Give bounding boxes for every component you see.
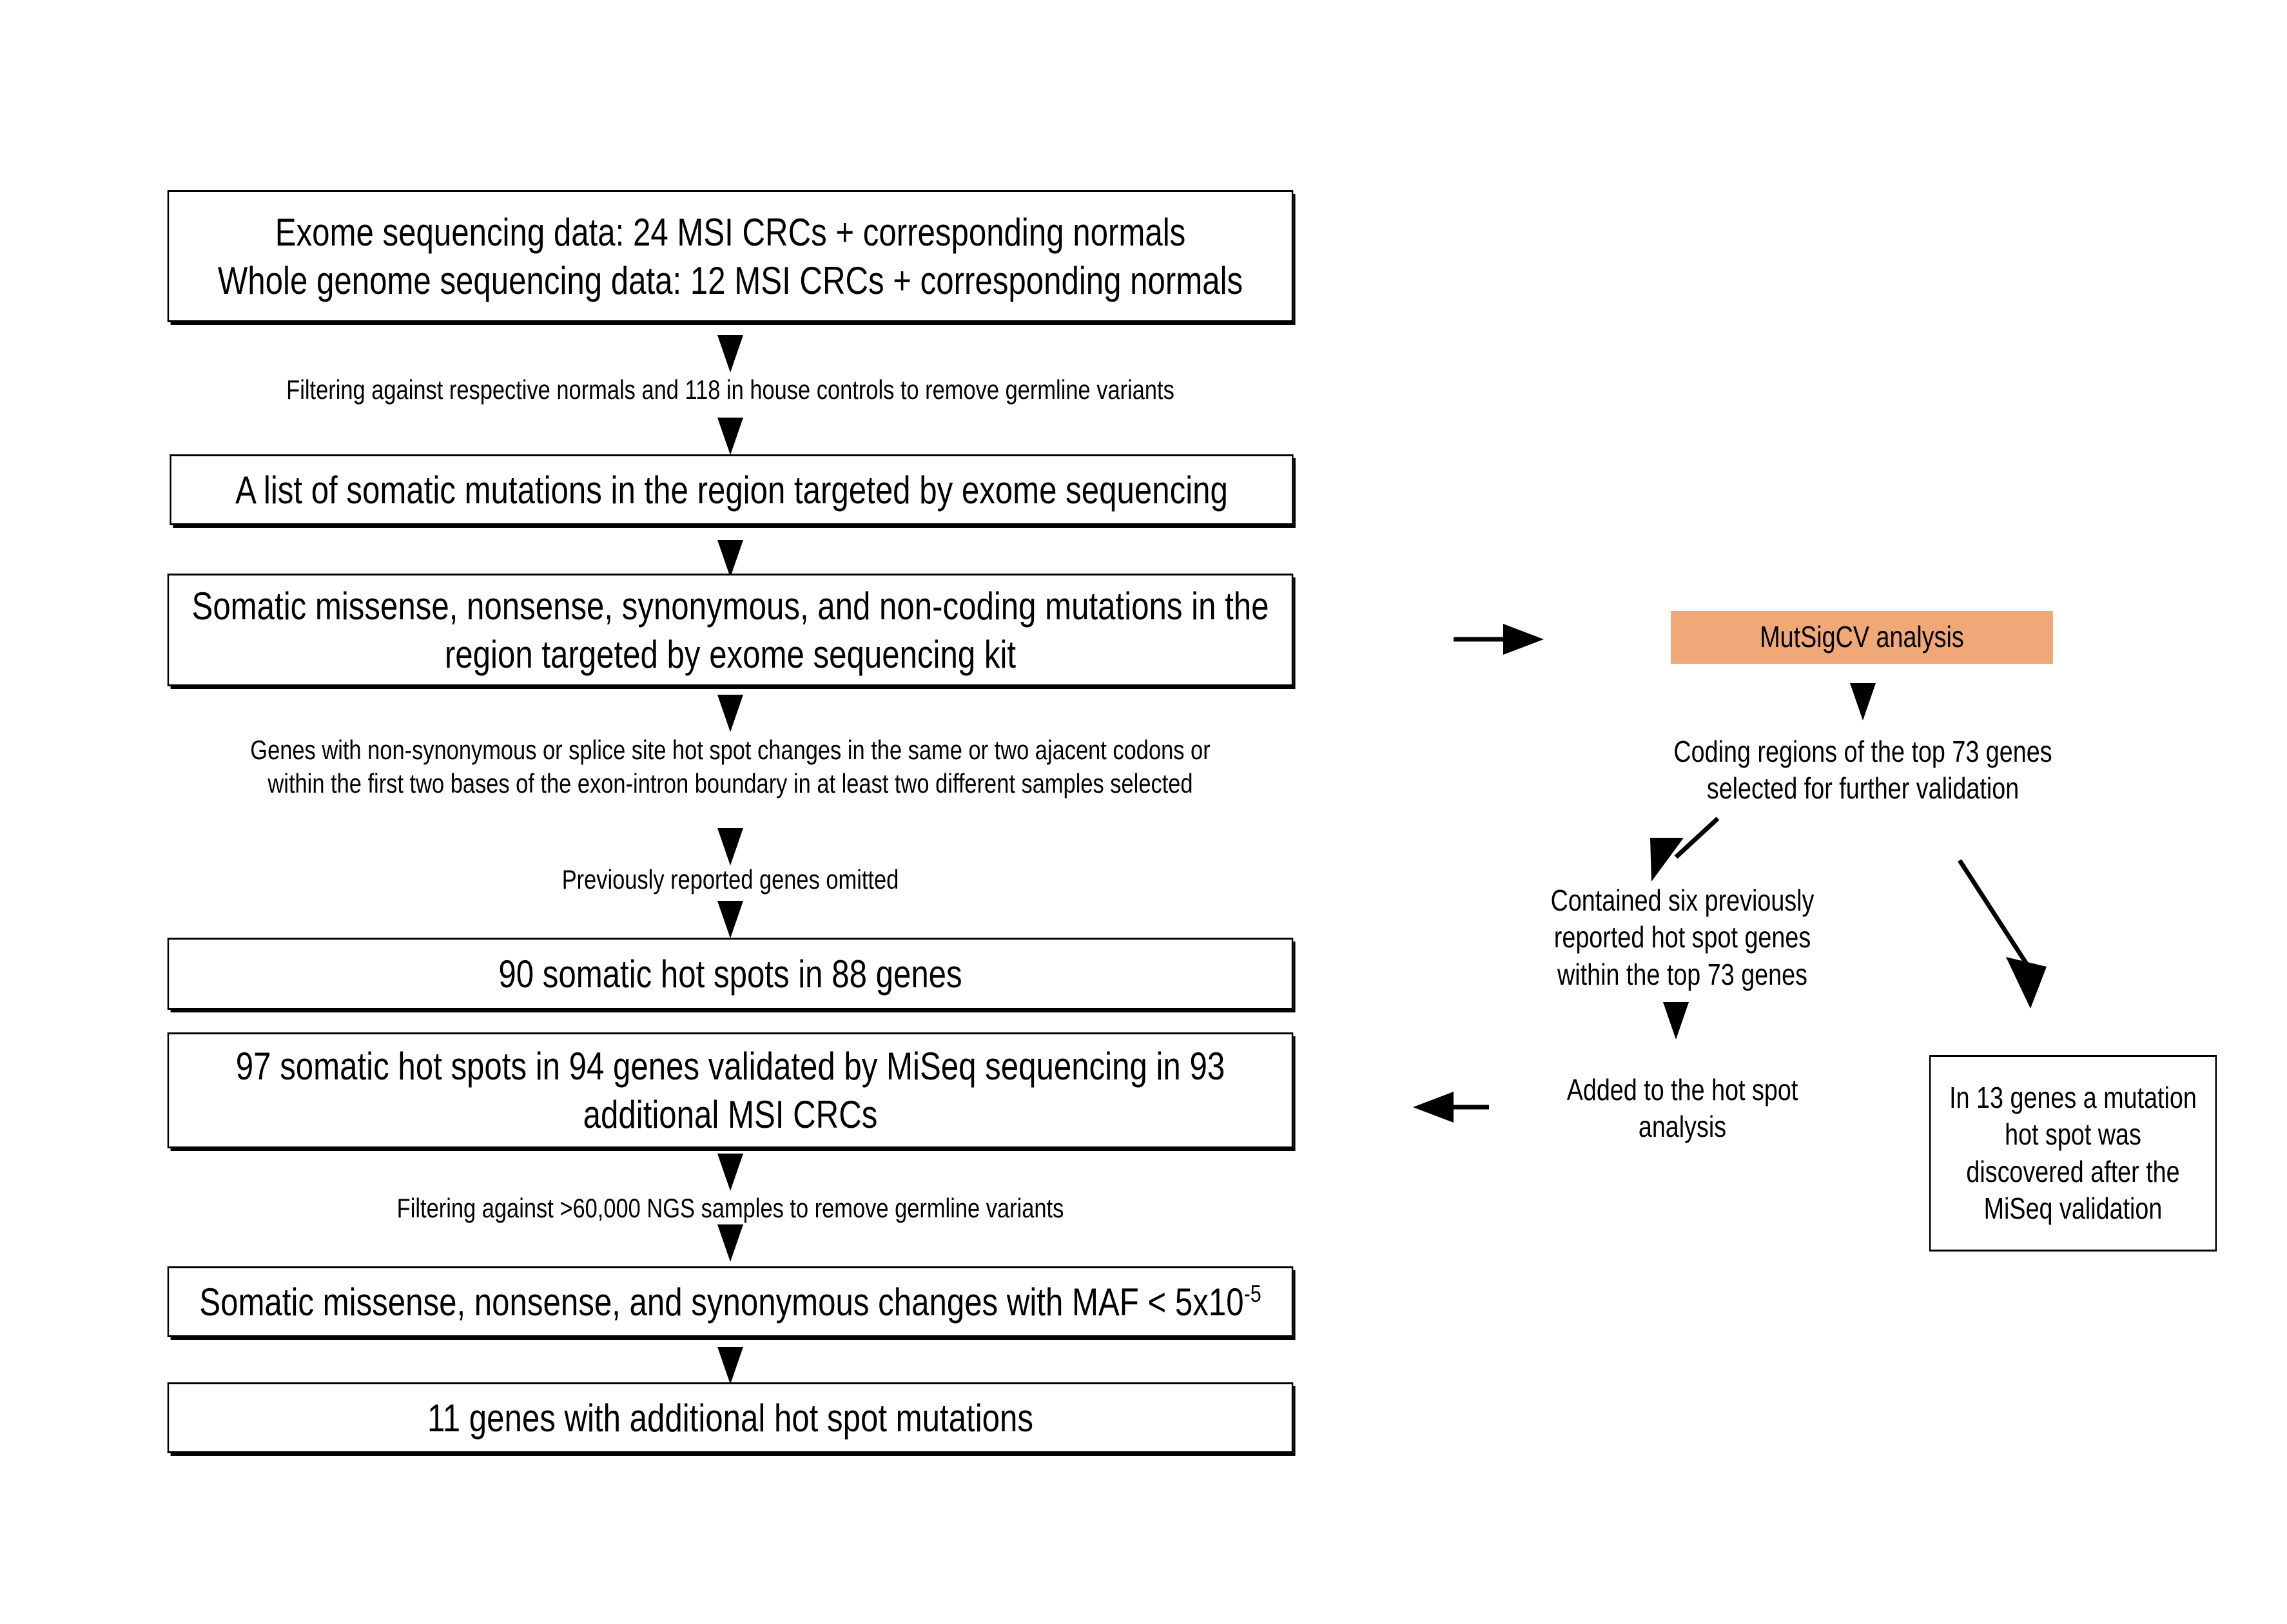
maf-prefix: Somatic missense, nonsense, and synonymo… <box>199 1280 1244 1324</box>
box-mutation-classes-text: Somatic missense, nonsense, synonymous, … <box>169 582 1292 679</box>
down-arrow-mutsigcv <box>1850 683 1876 720</box>
box-90-hotspots-88-genes: 90 somatic hot spots in 88 genes <box>167 938 1294 1010</box>
maf-exponent: -5 <box>1243 1279 1261 1307</box>
box-input-sequencing-data: Exome sequencing data: 24 MSI CRCs + cor… <box>167 190 1294 322</box>
added-line-1: Added to the hot spot <box>1566 1072 1798 1107</box>
box-maf-text: Somatic missense, nonsense, and synonymo… <box>169 1278 1292 1326</box>
box-final-text: 11 genes with additional hot spot mutati… <box>427 1396 1033 1440</box>
down-arrow-3 <box>717 540 743 577</box>
input-line-2: Whole genome sequencing data: 12 MSI CRC… <box>217 258 1243 302</box>
genes13-line-3: discovered after the <box>1966 1154 2180 1188</box>
added-line-2: analysis <box>1638 1110 1727 1143</box>
down-arrow-10 <box>717 1347 743 1384</box>
arrow-to-mutsigcv <box>1454 624 1544 655</box>
step-top73-text: Coding regions of the top 73 genes selec… <box>1635 733 2090 807</box>
validated-line-2: additional MSI CRCs <box>583 1093 878 1136</box>
contained-six-line-2: reported hot spot genes <box>1553 920 1811 954</box>
step-filter-against-normals: Filtering against respective normals and… <box>168 367 1294 412</box>
contained-six-line-3: within the top 73 genes <box>1557 957 1807 991</box>
down-arrow-contained-six <box>1663 1002 1689 1039</box>
diagonal-arrow-contained-six <box>1650 817 1720 882</box>
validated-line-1: 97 somatic hot spots in 94 genes validat… <box>235 1045 1225 1088</box>
hotspot-criteria-line-2: within the first two bases of the exon-i… <box>268 768 1193 798</box>
box-97-hotspots-validated: 97 somatic hot spots in 94 genes validat… <box>167 1032 1294 1148</box>
down-arrow-2 <box>717 418 743 455</box>
box-somatic-list-text: A list of somatic mutations in the regio… <box>235 468 1228 512</box>
box-mutsigcv-analysis: MutSigCV analysis <box>1671 611 2053 664</box>
step-filter-against-ngs: Filtering against >60,000 NGS samples to… <box>168 1186 1294 1231</box>
arrow-added-to-hotspot <box>1413 1092 1489 1123</box>
step-added-to-hotspot-analysis: Added to the hot spot analysis <box>1497 1063 1867 1154</box>
step-omit-reported-text: Previously reported genes omitted <box>561 864 899 894</box>
box-input-text: Exome sequencing data: 24 MSI CRCs + cor… <box>169 208 1292 305</box>
step-contained-six-text: Contained six previously reported hot sp… <box>1497 882 1867 994</box>
mutation-classes-line-1: Somatic missense, nonsense, synonymous, … <box>191 584 1269 628</box>
input-line-1: Exome sequencing data: 24 MSI CRCs + cor… <box>275 210 1186 254</box>
mutation-classes-line-2: region targeted by exome sequencing kit <box>444 632 1017 676</box>
top73-line-2: selected for further validation <box>1706 771 2019 805</box>
box-97-hotspots-text: 97 somatic hot spots in 94 genes validat… <box>169 1042 1292 1139</box>
contained-six-line-1: Contained six previously <box>1550 883 1815 917</box>
box-mutsigcv-text: MutSigCV analysis <box>1760 620 1964 654</box>
diagonal-arrow-13-genes <box>1958 859 2047 1009</box>
step-previously-reported-omitted: Previously reported genes omitted <box>168 857 1294 902</box>
box-somatic-mutation-list: A list of somatic mutations in the regio… <box>170 454 1294 525</box>
box-mutation-classes: Somatic missense, nonsense, synonymous, … <box>167 574 1294 686</box>
step-filter-ngs-text: Filtering against >60,000 NGS samples to… <box>396 1192 1064 1223</box>
box-maf-threshold: Somatic missense, nonsense, and synonymo… <box>167 1266 1294 1337</box>
genes13-line-4: MiSeq validation <box>1983 1192 2163 1225</box>
genes13-line-1: In 13 genes a mutation <box>1949 1080 2197 1114</box>
box-13-genes-after-validation: In 13 genes a mutation hot spot was disc… <box>1929 1055 2217 1252</box>
box-final-11-genes: 11 genes with additional hot spot mutati… <box>167 1382 1294 1453</box>
step-hotspot-selection-criteria: Genes with non-synonymous or splice site… <box>168 725 1294 809</box>
genes13-line-2: hot spot was <box>2005 1117 2141 1151</box>
step-hotspot-criteria-text: Genes with non-synonymous or splice site… <box>168 733 1294 801</box>
step-added-text: Added to the hot spot analysis <box>1497 1072 1867 1146</box>
box-90-hotspots-text: 90 somatic hot spots in 88 genes <box>498 952 962 996</box>
hotspot-criteria-line-1: Genes with non-synonymous or splice site… <box>250 734 1211 765</box>
step-filter-normals-text: Filtering against respective normals and… <box>286 374 1174 405</box>
down-arrow-6 <box>717 901 743 938</box>
box-13-genes-text: In 13 genes a mutation hot spot was disc… <box>1931 1079 2215 1228</box>
top73-line-1: Coding regions of the top 73 genes <box>1673 734 2052 768</box>
step-contained-six-reported: Contained six previously reported hot sp… <box>1497 876 1867 999</box>
step-top-73-genes: Coding regions of the top 73 genes selec… <box>1635 728 2090 812</box>
